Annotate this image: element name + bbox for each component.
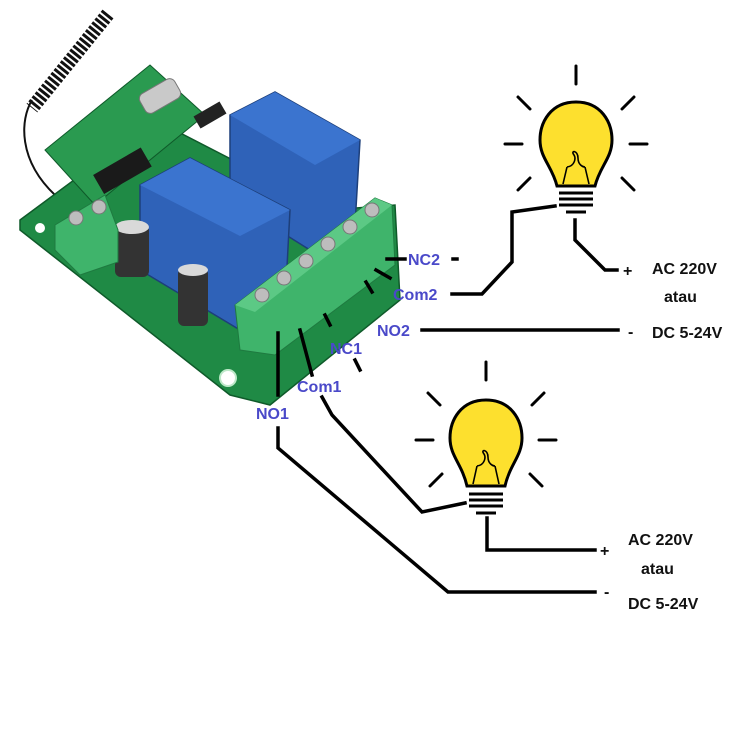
wire-com2-stub: [373, 267, 393, 281]
wire-lamp-bottom-plus: [485, 516, 597, 552]
bottom-supply-dc: DC 5-24V: [628, 596, 699, 613]
wire-com1-stub: [297, 327, 315, 378]
wires: [276, 204, 620, 594]
wire-no1: [276, 426, 597, 594]
mount-hole: [219, 369, 237, 387]
ic-chip: [93, 147, 152, 195]
label-nc1: NC1: [330, 341, 362, 358]
wire-no2-stub: [363, 279, 375, 295]
pin-header: [193, 101, 227, 129]
wire-com1: [319, 394, 468, 514]
top-supply-dc: DC 5-24V: [652, 325, 723, 342]
wire-nc1-open: [352, 357, 363, 373]
label-com1: Com1: [297, 379, 342, 396]
light-bulb-icon: [503, 64, 649, 214]
wire-lamp-top-plus: [573, 218, 619, 272]
relay-module: [19, 9, 401, 406]
capacitor: [115, 220, 149, 277]
label-no2: NO2: [377, 323, 410, 340]
antenna-icon: [23, 9, 114, 196]
power-terminal-block: [54, 194, 119, 276]
wire-nc1-stub: [322, 312, 333, 328]
crystal: [138, 78, 182, 114]
wire-com2: [450, 204, 557, 296]
mount-hole: [35, 223, 45, 233]
label-com2: Com2: [393, 287, 438, 304]
label-no1: NO1: [256, 406, 289, 423]
top-supply-ac: AC 220V: [652, 261, 717, 278]
bottom-supply-ac: AC 220V: [628, 532, 693, 549]
output-terminal-block: [234, 197, 396, 356]
bottom-plus-sign: +: [600, 543, 609, 560]
capacitor: [178, 264, 208, 326]
top-or-text: atau: [664, 289, 697, 306]
label-nc2: NC2: [408, 252, 440, 269]
light-bulb-icon: [414, 360, 558, 515]
top-minus-sign: -: [628, 324, 633, 341]
bottom-minus-sign: -: [604, 584, 609, 601]
bottom-or-text: atau: [641, 561, 674, 578]
top-plus-sign: +: [623, 263, 632, 280]
